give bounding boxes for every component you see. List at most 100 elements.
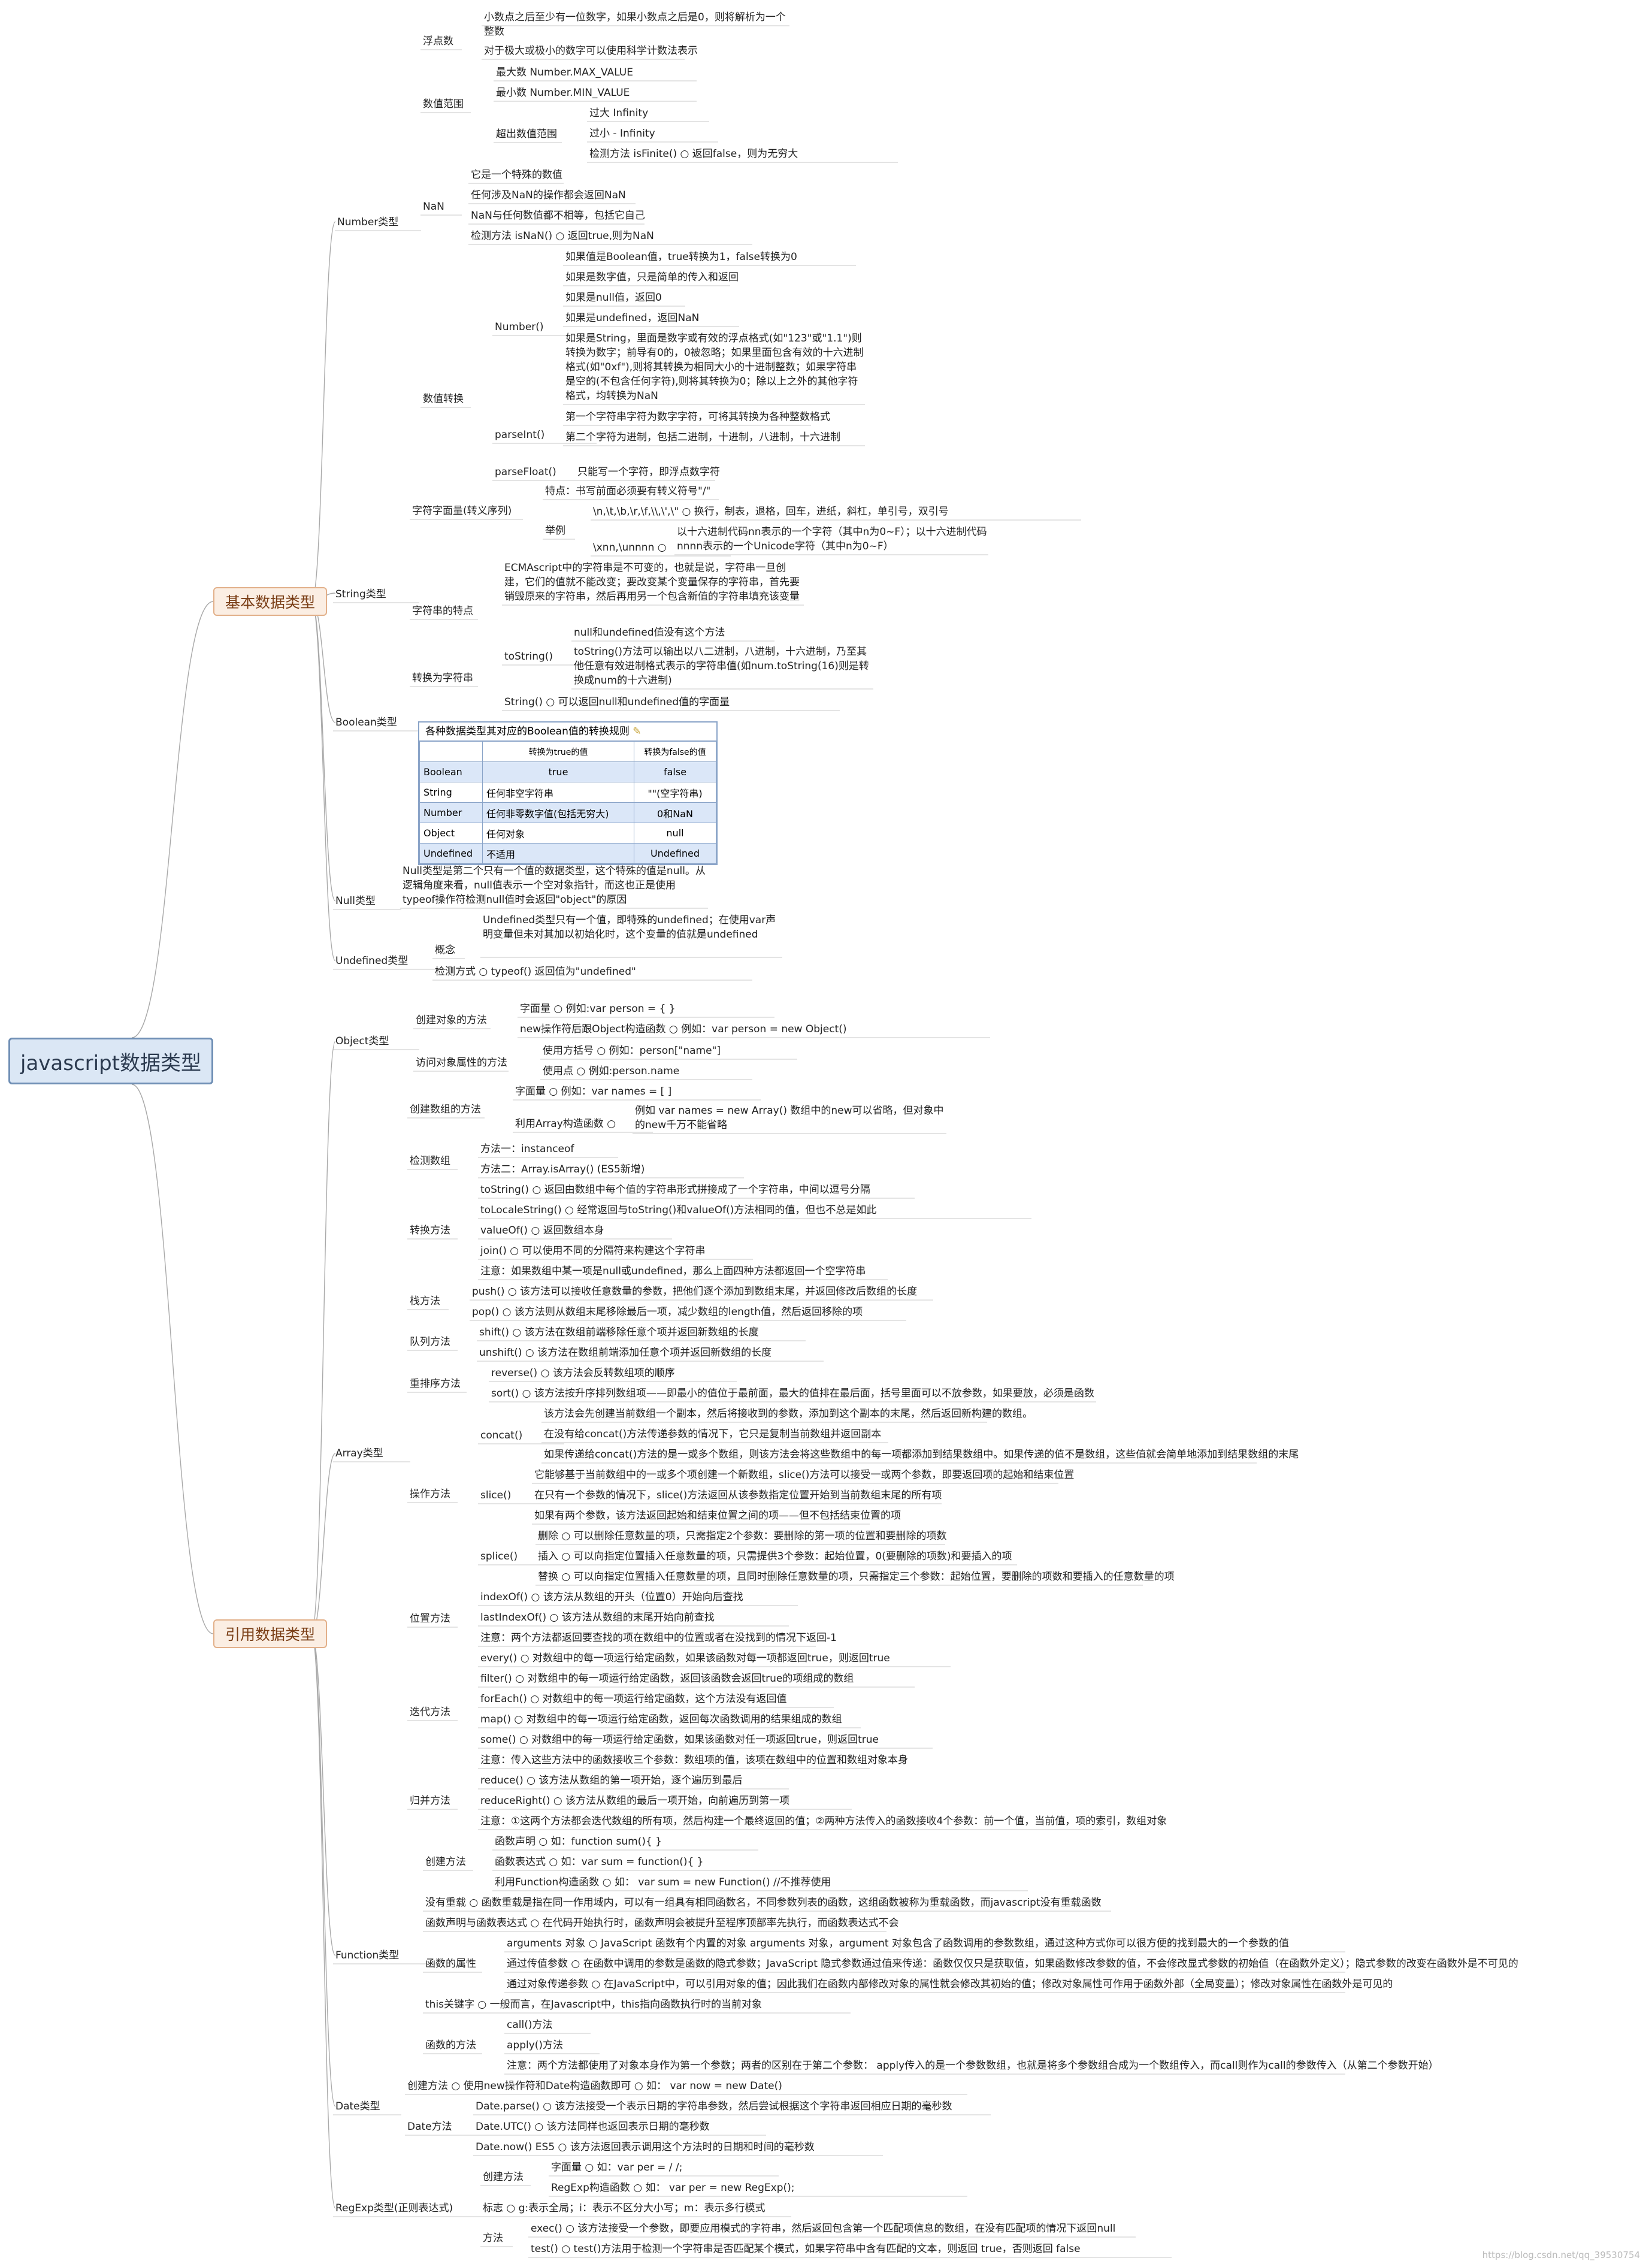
topic-node[interactable]: NaN [423, 201, 444, 213]
topic-node[interactable]: 迭代方法 [410, 1706, 450, 1718]
topic-node[interactable]: 函数声明 ○ 如：function sum(){ } [495, 1836, 662, 1848]
topic-node[interactable]: 归并方法 [410, 1795, 450, 1807]
topic-node[interactable]: 在没有给concat()方法传递参数的情况下，它只是复制当前数组并返回副本 [544, 1428, 882, 1440]
topic-node[interactable]: 只能写一个字符，即浮点数字符 [577, 466, 720, 478]
topic-node[interactable]: pop() ○ 该方法则从数组末尾移除最后一项，减少数组的length值，然后返… [472, 1306, 863, 1318]
topic-node[interactable]: 特点：书写前面必须要有转义符号"/" [545, 485, 711, 497]
topic-node[interactable]: 创建方法 ○ 使用new操作符和Date构造函数即可 ○ 如： var now … [407, 2080, 782, 2092]
topic-node[interactable]: unshift() ○ 该方法在数组前端添加任意个项并返回新数组的长度 [479, 1347, 772, 1359]
topic-node[interactable]: 注意：两个方法都使用了对象本身作为第一个参数；两者的区别在于第二个参数： app… [507, 2060, 1439, 2072]
topic-node[interactable]: 该方法会先创建当前数组一个副本，然后将接收到的参数，添加到这个副本的末尾，然后返… [544, 1408, 1033, 1420]
topic-node[interactable]: 以十六进制代码nn表示的一个字符（其中n为0~F）；以十六进制代码nnnn表示的… [677, 526, 987, 552]
topic-node[interactable]: reverse() ○ 该方法会反转数组项的顺序 [491, 1367, 675, 1379]
topic-node[interactable]: 注意：①这两个方法都会迭代数组的所有项，然后构建一个最终返回的值；②两种方法传入… [480, 1815, 1167, 1827]
topic-node[interactable]: 转换方法 [410, 1225, 450, 1237]
topic-node[interactable]: test() ○ test()方法用于检测一个字符串是否匹配某个模式，如果字符串… [531, 2243, 1081, 2255]
topic-node[interactable]: 如果是undefined，返回NaN [565, 312, 700, 324]
topic-node[interactable]: Date类型 [335, 2100, 380, 2112]
topic-node[interactable]: join() ○ 可以使用不同的分隔符来构建这个字符串 [480, 1245, 706, 1257]
topic-node[interactable]: 字面量 ○ 例如:var person = { } [520, 1003, 676, 1015]
topic-node[interactable]: Date.parse() ○ 该方法接受一个表示日期的字符串参数，然后尝试根据这… [476, 2100, 952, 2112]
topic-node[interactable]: 使用点 ○ 例如:person.name [543, 1065, 680, 1077]
topic-node[interactable]: 它是一个特殊的数值 [471, 169, 562, 181]
topic-node[interactable]: parseFloat() [495, 466, 556, 478]
topic-node[interactable]: 在只有一个参数的情况下，slice()方法返回从该参数指定位置开始到当前数组末尾… [534, 1489, 942, 1501]
topic-node[interactable]: 栈方法 [410, 1295, 440, 1307]
topic-node[interactable]: 替换 ○ 可以向指定位置插入任意数量的项，且同时删除任意数量的项，只需指定三个参… [538, 1571, 1175, 1583]
topic-node[interactable]: RegExp类型(正则表达式) [335, 2202, 453, 2214]
topic-node[interactable]: NaN与任何数值都不相等，包括它自己 [471, 210, 645, 222]
topic-node[interactable]: 例如 var names = new Array() 数组中的new可以省略，但… [635, 1105, 944, 1131]
topic-node[interactable]: RegExp构造函数 ○ 如： var per = new RegExp(); [551, 2182, 795, 2194]
topic-node[interactable]: 通过传值参数 ○ 在函数中调用的参数是函数的隐式参数；JavaScript 隐式… [507, 1958, 1518, 1970]
topic-node[interactable]: 创建方法 [483, 2171, 524, 2183]
topic-node[interactable]: 字面量 ○ 例如：var names = [ ] [515, 1086, 672, 1098]
topic-node[interactable]: 检测数组 [410, 1155, 450, 1167]
topic-node[interactable]: ECMAscript中的字符串是不可变的，也就是说，字符串一旦创建，它们的值就不… [504, 562, 800, 603]
topic-node[interactable]: 过大 Infinity [589, 107, 649, 119]
topic-node[interactable]: 访问对象属性的方法 [416, 1057, 507, 1069]
topic-node[interactable]: forEach() ○ 对数组中的每一项运行给定函数，这个方法没有返回值 [480, 1693, 787, 1705]
topic-node[interactable]: 函数声明与函数表达式 ○ 在代码开始执行时，函数声明会被提升至程序顶部率先执行，… [425, 1917, 899, 1929]
topic-node[interactable]: 方法二：Array.isArray() (ES5新增) [480, 1163, 645, 1175]
topic-node[interactable]: sort() ○ 该方法按升序排列数组项——即最小的值位于最前面，最大的值排在最… [491, 1388, 1094, 1399]
topic-node[interactable]: 如果是数字值，只是简单的传入和返回 [565, 271, 739, 283]
topic-node[interactable]: \xnn,\unnnn ○ [593, 542, 667, 554]
topic-node[interactable]: 使用方括号 ○ 例如：person["name"] [543, 1045, 721, 1057]
topic-node[interactable]: 方法一：instanceof [480, 1143, 574, 1155]
topic-node[interactable]: some() ○ 对数组中的每一项运行给定函数，如果该函数对任一项返回true，… [480, 1734, 879, 1746]
topic-node[interactable]: 检测方法 isNaN() ○ 返回true,则为NaN [471, 230, 654, 242]
topic-node[interactable]: 最大数 Number.MAX_VALUE [496, 67, 633, 78]
topic-node[interactable]: 函数的方法 [425, 2039, 476, 2051]
topic-node[interactable]: 利用Function构造函数 ○ 如： var sum = new Functi… [495, 1876, 831, 1888]
topic-node[interactable]: arguments 对象 ○ JavaScript 函数有个内置的对象 argu… [507, 1937, 1289, 1949]
topic-node[interactable]: null和undefined值没有这个方法 [574, 627, 725, 639]
topic-node[interactable]: Function类型 [335, 1949, 400, 1961]
topic-node[interactable]: 转换为字符串 [412, 672, 473, 684]
topic-node[interactable]: reduce() ○ 该方法从数组的第一项开始，逐个遍历到最后 [480, 1775, 743, 1787]
topic-node[interactable]: 创建数组的方法 [410, 1104, 481, 1116]
topic-node[interactable]: 注意：两个方法都返回要查找的项在数组中的位置或者在没找到的情况下返回-1 [480, 1632, 837, 1644]
topic-node[interactable]: 函数表达式 ○ 如：var sum = function(){ } [495, 1856, 704, 1868]
topic-node[interactable]: 队列方法 [410, 1336, 450, 1348]
topic-node[interactable]: 检测方式 ○ typeof() 返回值为"undefined" [435, 966, 636, 978]
topic-node[interactable]: Null类型 [335, 895, 376, 907]
topic-node[interactable]: 它能够基于当前数组中的一或多个项创建一个新数组，slice()方法可以接受一或两… [534, 1469, 1075, 1481]
topic-node[interactable]: Undefined类型 [335, 955, 409, 967]
topic-node[interactable]: 小数点之后至少有一位数字，如果小数点之后是0，则将解析为一个整数 [484, 11, 786, 38]
topic-node[interactable]: 数值转换 [423, 393, 464, 405]
topic-node[interactable]: Boolean类型 [335, 717, 397, 729]
main-node-basic-types[interactable]: 基本数据类型 [213, 587, 328, 616]
topic-node[interactable]: 如果是String，里面是数字或有效的浮点格式(如"123"或"1.1")则 转… [565, 333, 864, 402]
topic-node[interactable]: String类型 [335, 588, 386, 600]
topic-node[interactable]: 检测方法 isFinite() ○ 返回false，则为无穷大 [589, 148, 798, 160]
topic-node[interactable]: map() ○ 对数组中的每一项运行给定函数，返回每次函数调用的结果组成的数组 [480, 1713, 842, 1725]
topic-node[interactable]: this关键字 ○ 一般而言，在Javascript中，this指向函数执行时的… [425, 1999, 762, 2011]
root-node[interactable]: javascript数据类型 [8, 1038, 213, 1084]
topic-node[interactable]: 利用Array构造函数 ○ [515, 1118, 616, 1130]
topic-node[interactable]: reduceRight() ○ 该方法从数组的最后一项开始，向前遍历到第一项 [480, 1795, 790, 1807]
topic-node[interactable]: 数值范围 [423, 98, 464, 110]
topic-node[interactable]: toString() [504, 651, 553, 663]
topic-node[interactable]: 注意：如果数组中某一项是null或undefined，那么上面四种方法都返回一个… [480, 1265, 866, 1277]
topic-node[interactable]: apply()方法 [507, 2039, 564, 2051]
main-node-reference-types[interactable]: 引用数据类型 [213, 1619, 328, 1648]
topic-node[interactable]: push() ○ 该方法可以接收任意数量的参数，把他们逐个添加到数组末尾，并返回… [472, 1286, 918, 1298]
topic-node[interactable]: shift() ○ 该方法在数组前端移除任意个项并返回新数组的长度 [479, 1326, 759, 1338]
topic-node[interactable]: 字符字面量(转义序列) [412, 505, 512, 517]
topic-node[interactable]: indexOf() ○ 该方法从数组的开头（位置0）开始向后查找 [480, 1591, 743, 1603]
topic-node[interactable]: exec() ○ 该方法接受一个参数，即要应用模式的字符串，然后返回包含第一个匹… [531, 2223, 1116, 2235]
topic-node[interactable]: 举例 [545, 525, 565, 537]
topic-node[interactable]: Number() [495, 321, 544, 333]
topic-node[interactable]: 如果传递给concat()方法的是一或多个数组，则该方法会将这些数组中的每一项都… [544, 1449, 1299, 1461]
topic-node[interactable]: splice() [480, 1550, 518, 1562]
topic-node[interactable]: 注意：传入这些方法中的函数接收三个参数：数组项的值，该项在数组中的位置和数组对象… [480, 1754, 908, 1766]
topic-node[interactable]: Date.UTC() ○ 该方法同样也返回表示日期的毫秒数 [476, 2121, 710, 2133]
topic-node[interactable]: slice() [480, 1489, 512, 1501]
topic-node[interactable]: 重排序方法 [410, 1378, 461, 1390]
topic-node[interactable]: lastIndexOf() ○ 该方法从数组的末尾开始向前查找 [480, 1612, 715, 1624]
topic-node[interactable]: 最小数 Number.MIN_VALUE [496, 87, 630, 99]
topic-node[interactable]: 没有重载 ○ 函数重载是指在同一作用域内，可以有一组具有相同函数名，不同参数列表… [425, 1897, 1102, 1909]
topic-node[interactable]: every() ○ 对数组中的每一项运行给定函数，如果该函数对每一项都返回tru… [480, 1652, 890, 1664]
topic-node[interactable]: 操作方法 [410, 1488, 450, 1500]
